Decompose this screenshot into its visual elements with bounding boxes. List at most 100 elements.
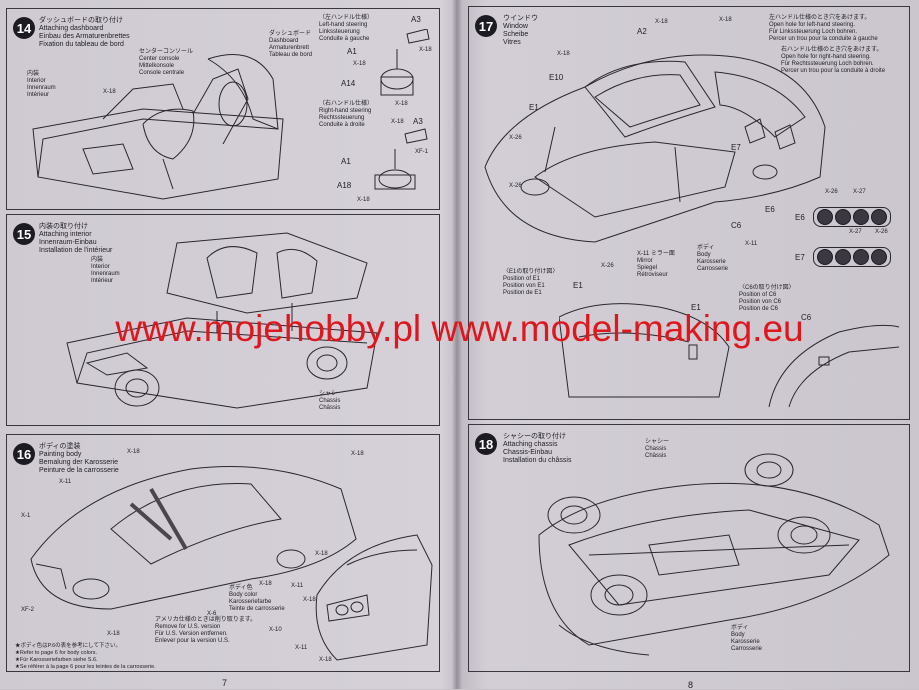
step-16-tag-3: X-1 [21, 513, 31, 519]
step-16-title: ボディの塗装 Painting body Bemalung der Kaross… [39, 443, 119, 474]
step-17-e1-position: 〈E1の取り付け図〉 Position of E1 Position von E… [503, 269, 559, 296]
step-16-rear-drawing [315, 534, 433, 661]
step-18-number: 18 [475, 433, 497, 455]
step-17-e6-lamp [813, 207, 891, 227]
step-16-tag-7: X-18 [315, 551, 328, 557]
step-14-lhd-label: （左ハンドル仕様） Left-hand steering Linkssteuer… [319, 15, 374, 42]
step-17-panel: 17 ウインドウ Window Scheibe Vitres 左ハンドル仕様のと… [468, 6, 910, 420]
step-17-e6-color-a: X-26 [825, 189, 838, 195]
step-15-number: 15 [13, 223, 35, 245]
step-16-us-note: アメリカ仕様のときは削り取ります。 Remove for U.S. versio… [155, 617, 257, 644]
step-17-tag-4: X-26 [509, 135, 522, 141]
step-15-interior-label: 内装 Interior Innenraum Intérieur [91, 257, 120, 284]
step-17-e7-label: E7 [795, 253, 805, 262]
step-14-steering-drawing [374, 29, 430, 190]
step-16-tag-2: X-11 [59, 479, 72, 485]
step-17-title: ウインドウ Window Scheibe Vitres [503, 15, 538, 46]
step-17-e7-lamp [813, 247, 891, 267]
step-16-tag-4: X-18 [351, 451, 364, 457]
step-14-screw-5: X-18 [391, 119, 404, 125]
page-number-left: 7 [222, 678, 228, 688]
step-18-chassis-drawing [538, 453, 890, 656]
step-14-screw-2: X-18 [353, 61, 366, 67]
step-14-part-a1-top: A1 [347, 47, 357, 56]
step-17-e6-chip-2 [835, 209, 851, 225]
step-16-body-color-label: ボディ色 Body color Karosseriefarbe Teinte d… [229, 585, 285, 612]
step-17-body-drawing [484, 54, 826, 243]
step-14-screw-6: X-18 [357, 197, 370, 203]
step-14-interior-label: 内装 Interior Innenraum Intérieur [27, 71, 56, 98]
step-17-rhd-hole: 右ハンドル仕様のとき穴をあけます。 Open hole for right-ha… [781, 47, 886, 74]
step-14-part-a14: A14 [341, 79, 356, 88]
step-17-e7-chip-2 [835, 249, 851, 265]
step-18-panel: 18 シャシーの取り付け Attaching chassis Chassis-E… [468, 424, 910, 672]
step-16-notes: ★ボディ色はP.6の表を参考にして下さい。 ★Refer to page 6 f… [15, 643, 156, 670]
step-14-rhd-label: （右ハンドル仕様） Right-hand steering Rechtssteu… [319, 101, 374, 128]
step-17-part-c6: C6 [731, 221, 742, 230]
step-17-part-e1: E1 [529, 103, 539, 112]
step-16-tag-1: X-18 [127, 449, 140, 455]
step-17-tag-5: X-26 [509, 183, 522, 189]
step-17-e7-chip-1 [817, 249, 833, 265]
step-16-panel: 16 ボディの塗装 Painting body Bemalung der Kar… [6, 434, 440, 672]
step-16-tag-9: X-6 [207, 611, 217, 617]
step-14-console-label: センターコンソール Center console Mittelkonsole C… [139, 49, 194, 76]
page-fold [452, 0, 462, 689]
step-14-part-a3-top: A3 [411, 15, 421, 24]
step-17-e6-chip-3 [853, 209, 869, 225]
step-17-e7-color-b: X-26 [875, 229, 888, 235]
step-17-tag-7: X-26 [601, 263, 614, 269]
step-16-tag-13: X-11 [295, 645, 308, 651]
step-15-title: 内装の取り付け Attaching interior Innenraum-Ein… [39, 223, 113, 254]
step-17-part-a2: A2 [637, 27, 647, 36]
step-14-part-a18: A18 [337, 181, 352, 190]
step-17-e7-chip-3 [853, 249, 869, 265]
step-17-tag-1: X-18 [655, 19, 668, 25]
step-14-part-a1-bottom: A1 [341, 157, 351, 166]
step-17-c6-position: 〈C6の取り付け図〉 Position of C6 Position von C… [739, 285, 795, 312]
step-17-part-e6: E6 [765, 205, 775, 214]
step-17-number: 17 [475, 15, 497, 37]
step-17-mirror-label: X-11 ミラー面 Mirror Spiegel Rétroviseur [637, 251, 675, 278]
step-18-body-label: ボディ Body Karosserie Carrosserie [731, 625, 763, 652]
step-15-chassis-drawing [66, 232, 378, 409]
step-16-tag-12: X-10 [269, 627, 282, 633]
step-16-tag-6: X-18 [107, 631, 120, 637]
step-17-e6-chip-1 [817, 209, 833, 225]
step-18-chassis-label: シャシー Chassis Châssis [645, 439, 670, 459]
step-15-panel: 15 内装の取り付け Attaching interior Innenraum-… [6, 214, 440, 426]
step-16-tag-11: X-18 [303, 597, 316, 603]
step-17-body-label: ボディ Body Karosserie Carrosserie [697, 245, 729, 272]
step-17-e6-label: E6 [795, 213, 805, 222]
step-17-c6-detail-drawing [768, 324, 900, 408]
step-17-e7-color-a: X-27 [849, 229, 862, 235]
step-14-panel: 14 ダッシュボードの取り付け Attaching dashboard Einb… [6, 8, 440, 210]
step-17-part-c6-detail: C6 [801, 313, 812, 322]
step-17-e6-color-b: X-27 [853, 189, 866, 195]
step-14-interior-drawing [32, 54, 284, 200]
step-17-part-e1-detail-b: E1 [691, 303, 701, 312]
watermark: www.mojehobby.pl www.model-making.eu [115, 308, 804, 349]
step-18-title: シャシーの取り付け Attaching chassis Chassis-Einb… [503, 433, 572, 464]
step-17-e1-detail-drawing [559, 303, 730, 398]
step-16-number: 16 [13, 443, 35, 465]
step-14-number: 14 [13, 17, 35, 39]
step-17-e6-chip-4 [871, 209, 887, 225]
step-17-tag-2: X-18 [719, 17, 732, 23]
page-number-right: 8 [688, 680, 694, 690]
step-16-tag-8: X-18 [259, 581, 272, 587]
step-14-screw-7: XF-1 [415, 149, 429, 155]
step-17-part-e10: E10 [549, 73, 564, 82]
step-16-body-drawing [30, 466, 357, 610]
step-14-title: ダッシュボードの取り付け Attaching dashboard Einbau … [39, 17, 130, 48]
step-17-tag-6: X-11 [745, 241, 758, 247]
step-16-tag-5: XF-2 [21, 607, 35, 613]
step-14-part-a3-bottom: A3 [413, 117, 423, 126]
step-14-screw-4: X-18 [395, 101, 408, 107]
step-14-screw-3: X-18 [419, 47, 432, 53]
step-17-e7-chip-4 [871, 249, 887, 265]
step-14-dashboard-label: ダッシュボード Dashboard Armaturenbrett Tableau… [269, 31, 313, 58]
step-16-tag-14: X-18 [319, 657, 332, 663]
step-14-screw-1: X-18 [103, 89, 116, 95]
step-17-part-e7: E7 [731, 143, 741, 152]
